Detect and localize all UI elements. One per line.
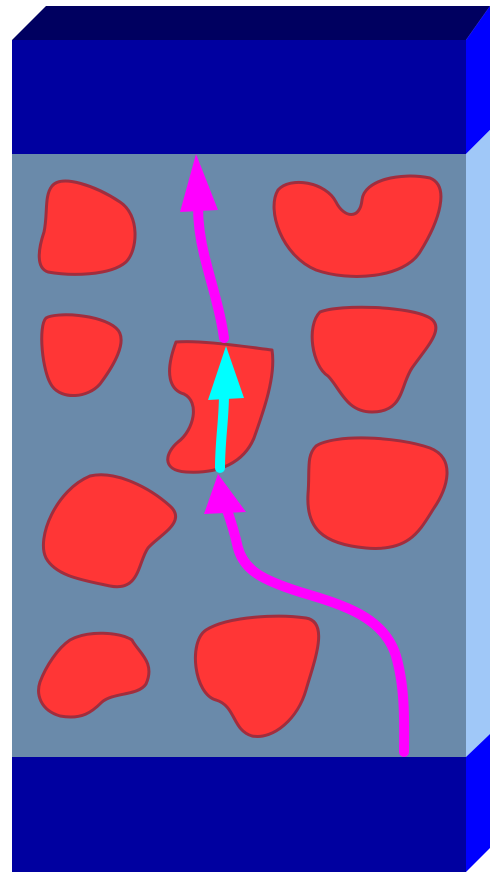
medium-side-face: [466, 130, 490, 757]
top-electrode-front-face: [12, 40, 466, 154]
bottom-electrode-side-face: [466, 734, 490, 872]
bottom-electrode-front-face: [12, 757, 466, 872]
conduction-path-through-particle: [220, 394, 224, 468]
top-electrode-top-face: [12, 6, 490, 40]
top-electrode: [12, 6, 490, 154]
